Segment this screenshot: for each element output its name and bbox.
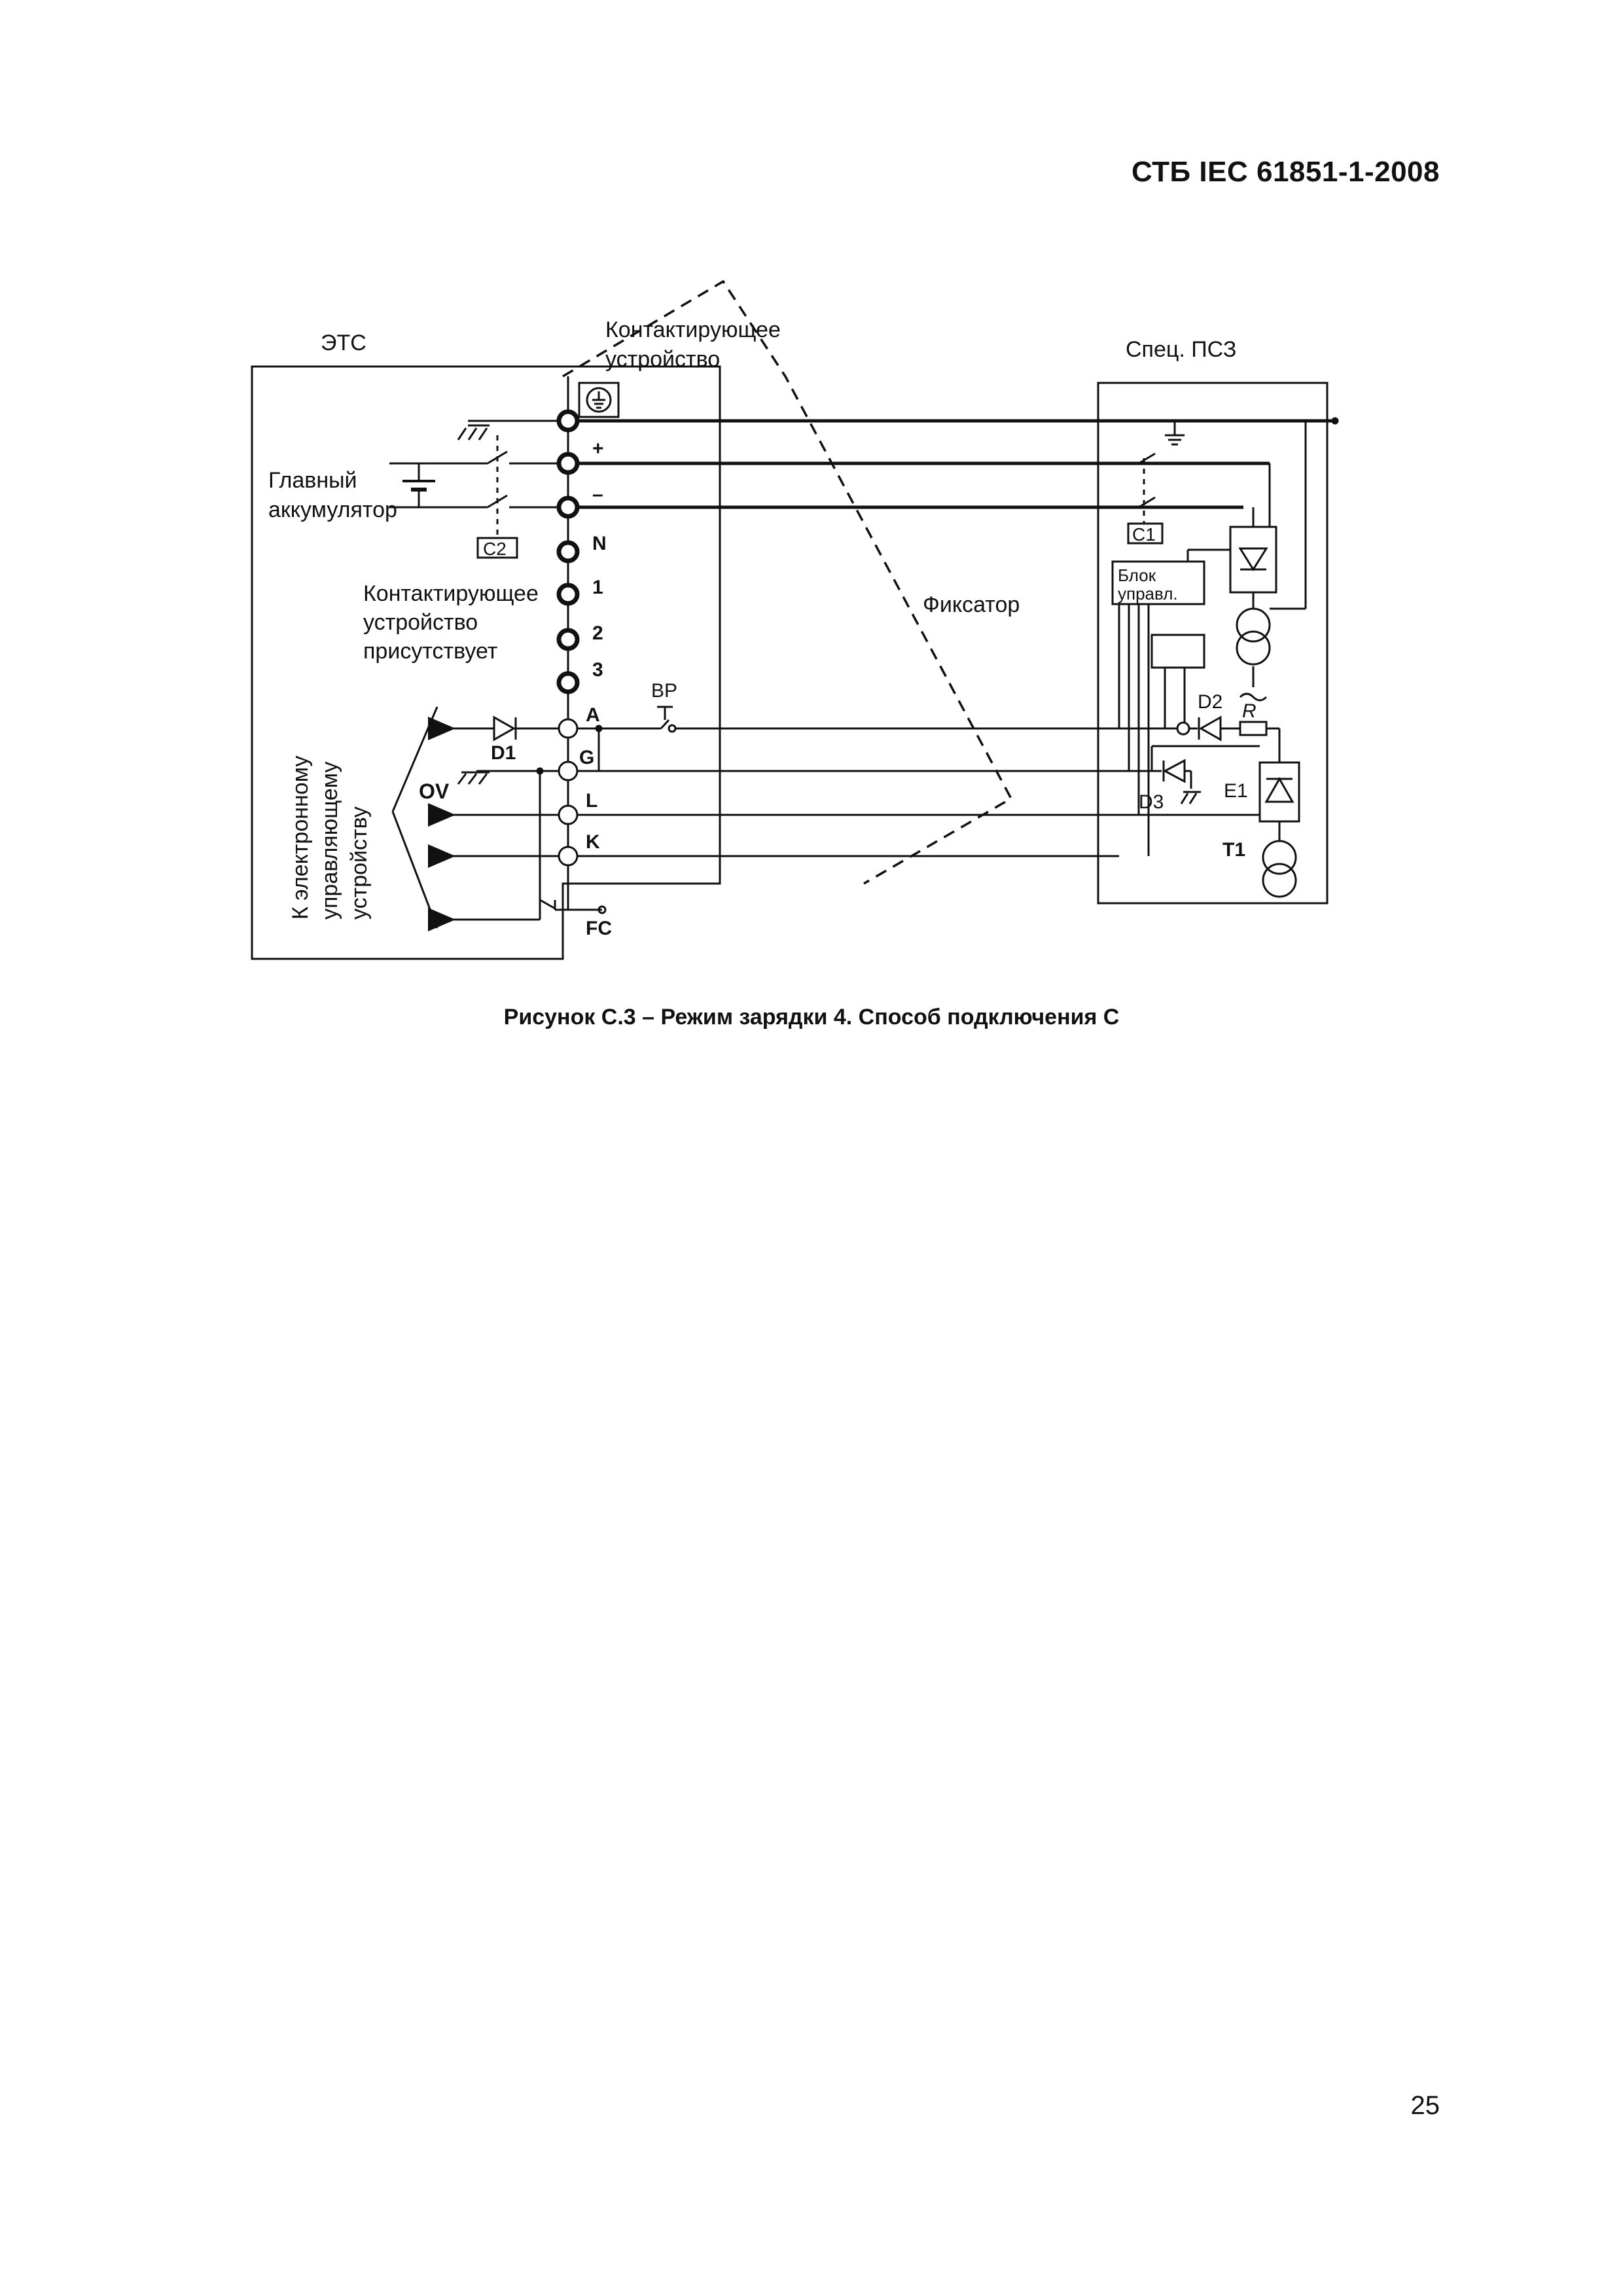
contact-present-label-3: присутствует bbox=[363, 639, 497, 664]
relay-box bbox=[1150, 634, 1205, 669]
resistor-box bbox=[1239, 721, 1268, 736]
ets-label: ЭТС bbox=[321, 331, 366, 355]
contact-device-label-1: Контактирующее bbox=[605, 317, 781, 342]
terminal-plus: + bbox=[592, 438, 604, 459]
contact-device-outline bbox=[562, 279, 1013, 885]
d2-label: D2 bbox=[1198, 691, 1222, 713]
contact-present-label-2: устройство bbox=[363, 610, 478, 635]
control-block-label-1: Блок bbox=[1118, 565, 1156, 585]
c1-label: C1 bbox=[1132, 524, 1156, 545]
contact-present-label-1: Контактирующее bbox=[363, 581, 539, 606]
special-psz-label: Спец. ПСЗ bbox=[1126, 337, 1236, 362]
control-block-label-2: управл. bbox=[1118, 584, 1178, 603]
psz-box bbox=[1097, 382, 1329, 905]
terminal-g: G bbox=[579, 747, 594, 768]
to-control-device-label-2: управляющему bbox=[317, 761, 342, 920]
fixator-label: Фиксатор bbox=[923, 592, 1020, 617]
contact-device-label-2: устройство bbox=[605, 347, 720, 372]
terminal-k: K bbox=[586, 831, 600, 853]
terminal-l: L bbox=[586, 790, 597, 812]
to-control-device-label-3: устройству bbox=[347, 806, 372, 920]
terminal-minus: – bbox=[592, 484, 603, 505]
d3-label: D3 bbox=[1139, 791, 1164, 813]
to-control-device-label-1: К электронному bbox=[288, 756, 313, 920]
control-block-box bbox=[1111, 560, 1205, 605]
e1-label: E1 bbox=[1224, 780, 1248, 802]
c2-label: C2 bbox=[483, 539, 507, 559]
c2-box bbox=[476, 537, 518, 559]
bp-label: BP bbox=[651, 680, 677, 702]
d1-label: D1 bbox=[491, 742, 516, 764]
terminal-2: 2 bbox=[592, 622, 603, 644]
figure-caption: Рисунок С.3 – Режим зарядки 4. Способ по… bbox=[503, 1005, 1120, 1030]
page-number: 25 bbox=[1410, 2091, 1440, 2120]
ets-box bbox=[251, 365, 721, 960]
terminal-a: A bbox=[586, 704, 600, 726]
c1-box bbox=[1127, 522, 1164, 545]
main-battery-label-2: аккумулятор bbox=[268, 497, 397, 522]
standard-header: СТБ IEC 61851-1-2008 bbox=[1132, 156, 1440, 188]
main-battery-label-1: Главный bbox=[268, 468, 357, 493]
t1-label: T1 bbox=[1222, 839, 1245, 861]
ov-label: OV bbox=[419, 780, 450, 803]
terminal-n: N bbox=[592, 533, 607, 554]
terminal-1: 1 bbox=[592, 577, 603, 598]
ground-terminal-box bbox=[578, 382, 620, 418]
terminal-fc: FC bbox=[586, 918, 612, 939]
r-label: R bbox=[1242, 700, 1257, 722]
terminal-3: 3 bbox=[592, 659, 603, 681]
